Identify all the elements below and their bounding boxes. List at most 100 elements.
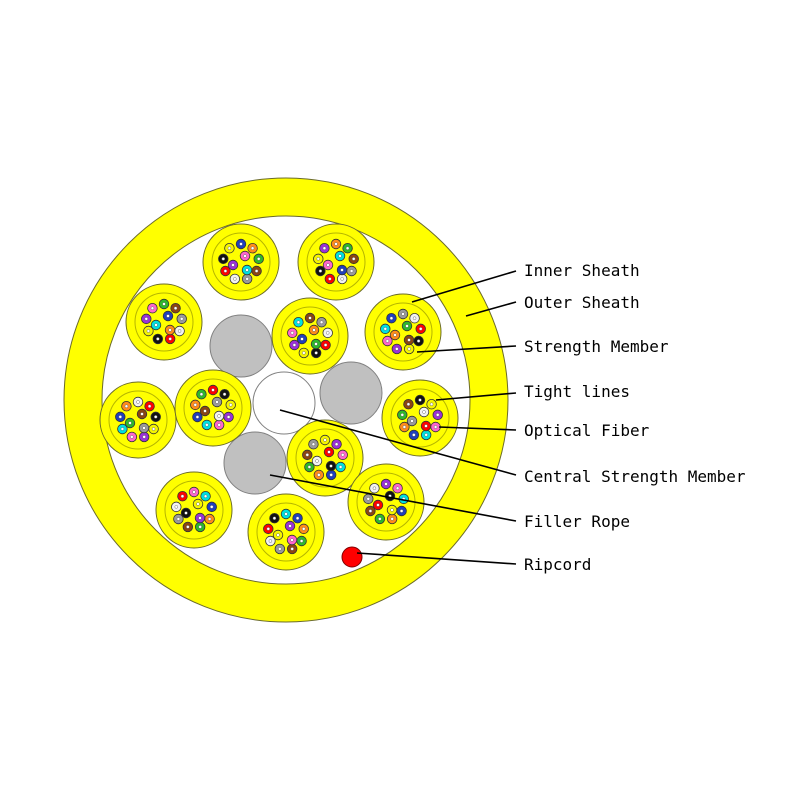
strength-member-ring xyxy=(108,390,168,450)
subunit-sheath xyxy=(155,471,233,549)
subunit xyxy=(347,463,425,541)
leader-tight-lines xyxy=(435,392,517,401)
optical-fiber-core xyxy=(334,442,339,446)
optical-fiber-core xyxy=(154,415,158,419)
subunit-sheath xyxy=(271,297,349,375)
optical-fiber-core xyxy=(390,508,394,512)
optical-fiber-core xyxy=(154,323,158,327)
strength-member-ring xyxy=(134,292,194,352)
optical-fiber-core xyxy=(292,343,297,347)
optical-fiber-core xyxy=(192,490,196,494)
optical-fiber-core xyxy=(243,254,247,258)
subunit xyxy=(297,223,375,301)
optical-fiber-core xyxy=(245,268,249,272)
optical-fiber-core xyxy=(401,312,405,316)
optical-fiber-core xyxy=(151,427,156,431)
optical-fiber-core xyxy=(300,337,304,341)
optical-fiber-core xyxy=(288,524,292,528)
optical-fiber-core xyxy=(299,539,304,543)
optical-fiber-core xyxy=(128,421,132,425)
optical-fiber-core xyxy=(366,497,370,501)
optical-fiber-core xyxy=(323,343,328,347)
optical-fiber-core xyxy=(393,333,397,337)
optical-fiber-core xyxy=(410,419,414,423)
optical-fiber-core xyxy=(407,347,411,351)
optical-fiber-core xyxy=(174,505,178,509)
optical-fiber-core xyxy=(383,327,387,331)
label-strength-member: Strength Member xyxy=(524,337,669,356)
optical-fiber-core xyxy=(180,317,184,321)
optical-fiber-core xyxy=(416,339,421,343)
filler-rope-3 xyxy=(223,431,287,495)
optical-fiber-core xyxy=(315,459,319,463)
optical-fiber-core xyxy=(349,269,354,273)
optical-fiber-core xyxy=(424,433,428,437)
optical-fiber-core xyxy=(217,423,221,427)
ripcord xyxy=(341,546,363,568)
optical-fiber-core xyxy=(198,525,202,529)
subunit-sheath xyxy=(381,379,459,457)
optical-fiber-core xyxy=(198,516,202,520)
optical-fiber-core xyxy=(203,409,207,413)
optical-fiber-core xyxy=(284,512,288,516)
subunit-sheath xyxy=(174,369,252,447)
subunit xyxy=(99,381,177,459)
optical-fiber-core xyxy=(156,337,160,341)
optical-fiber-core xyxy=(229,403,233,407)
optical-fiber-core xyxy=(372,486,377,490)
optical-fiber-core xyxy=(176,517,181,521)
optical-fiber-core xyxy=(199,392,204,396)
optical-fiber-core xyxy=(302,527,306,531)
optical-fiber-core xyxy=(399,509,404,513)
optical-fiber-core xyxy=(205,423,209,427)
optical-fiber-core xyxy=(222,392,227,396)
label-outer-sheath: Outer Sheath xyxy=(524,293,640,312)
subunit xyxy=(247,493,325,571)
optical-fiber-core xyxy=(314,342,318,346)
optical-fiber-core xyxy=(227,246,232,250)
subunit-sheath xyxy=(125,283,203,361)
leader-ripcord xyxy=(356,552,517,565)
optical-fiber-core xyxy=(329,473,333,477)
optical-fiber-core xyxy=(168,337,172,341)
optical-fiber-core xyxy=(314,351,318,355)
optical-fiber-core xyxy=(328,277,332,281)
optical-fiber-core xyxy=(407,338,411,342)
optical-fiber-core xyxy=(130,435,134,439)
optical-fiber-core xyxy=(180,494,185,498)
leader-filler-rope xyxy=(269,474,517,522)
optical-fiber-core xyxy=(203,494,208,498)
optical-fiber-core xyxy=(376,503,380,507)
optical-fiber-core xyxy=(312,328,316,332)
optical-fiber-core xyxy=(378,517,382,521)
label-inner-sheath: Inner Sheath xyxy=(524,261,640,280)
optical-fiber-core xyxy=(173,306,178,310)
optical-fiber-core xyxy=(144,317,148,321)
optical-fiber-core xyxy=(215,400,219,404)
optical-fiber-core xyxy=(389,316,394,320)
subunit-sheath xyxy=(247,493,325,571)
optical-fiber-core xyxy=(338,465,343,469)
leader-strength-member xyxy=(416,345,517,353)
optical-fiber-core xyxy=(317,473,321,477)
optical-fiber-core xyxy=(196,502,200,506)
optical-fiber-core xyxy=(276,533,280,537)
optical-fiber-core xyxy=(412,316,417,320)
optical-fiber-core xyxy=(405,324,409,328)
subunit xyxy=(381,379,459,457)
optical-fiber-core xyxy=(221,257,225,261)
optical-fiber-core xyxy=(424,424,428,428)
optical-fiber-core xyxy=(422,410,426,414)
optical-fiber-core xyxy=(385,339,390,343)
optical-fiber-core xyxy=(266,527,270,531)
optical-fiber-core xyxy=(418,398,422,402)
optical-fiber-core xyxy=(290,331,294,335)
subunit-sheath xyxy=(286,419,364,497)
leader-lines xyxy=(269,270,517,565)
optical-fiber-core xyxy=(162,302,166,306)
optical-fiber-core xyxy=(429,402,434,406)
strength-member-ring xyxy=(280,306,340,366)
optical-fiber-core xyxy=(307,465,312,469)
strength-member-ring xyxy=(373,302,433,362)
strength-member-ring xyxy=(211,232,271,292)
